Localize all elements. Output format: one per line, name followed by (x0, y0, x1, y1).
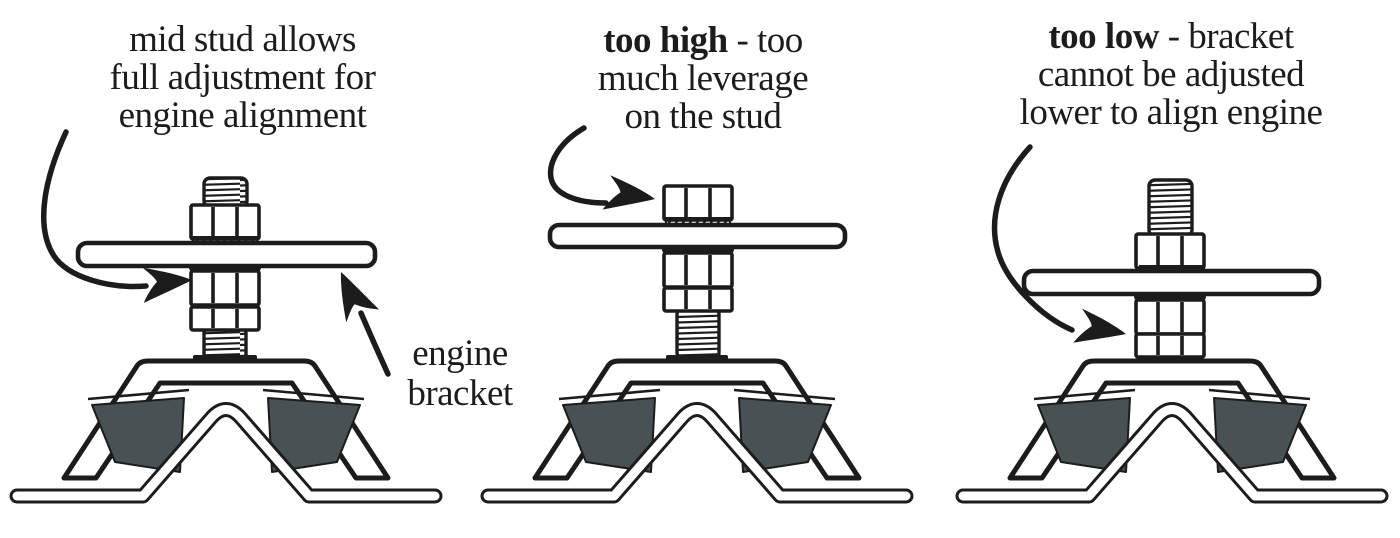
stud-upper-threads (1147, 178, 1194, 238)
caption-text: mid stud allows (129, 19, 356, 60)
caption-text: - too (727, 20, 803, 61)
caption-text: much leverage (597, 58, 809, 99)
caption-mid-stud: mid stud allows full adjustment for engi… (50, 21, 435, 135)
caption-bold-text: too low (1048, 16, 1159, 57)
caption-text: full adjustment for (109, 57, 376, 98)
engine-bracket-plate (1021, 268, 1322, 297)
leader-arrow-mid-stud (41, 129, 195, 303)
top-nut (189, 203, 261, 241)
stud-lower-threads (675, 308, 721, 359)
mount-pad (193, 355, 257, 363)
adjust-nut-upper (189, 269, 261, 307)
leader-arrow-too-low (991, 144, 1129, 350)
label-engine-bracket: engine bracket (407, 333, 513, 414)
top-nut (662, 184, 734, 222)
panel-too-low (963, 144, 1381, 496)
stud-upper-threads (202, 176, 249, 209)
caption-bold-text: too high (603, 20, 728, 61)
mount-pad (666, 355, 728, 363)
panel-mid-stud (17, 129, 435, 496)
stud-lower-threads (202, 327, 248, 361)
caption-text: lower to align engine (1019, 92, 1323, 133)
top-nut (1134, 232, 1206, 270)
adjust-nut-lower (662, 286, 734, 313)
leader-arrow-too-high (547, 125, 657, 215)
arrowhead-icon (324, 264, 380, 326)
adjust-nut-upper (1134, 298, 1206, 336)
adjust-nut-upper (662, 251, 734, 289)
caption-text: on the stud (624, 96, 782, 137)
arrowhead-icon (602, 174, 657, 215)
caption-text: cannot be adjusted (1037, 54, 1305, 95)
engine-mount (488, 361, 906, 496)
engine-bracket-plate (547, 222, 848, 250)
caption-text: engine alignment (118, 95, 367, 136)
engine-mount (17, 361, 435, 496)
arrowhead-icon (1073, 308, 1129, 350)
caption-too-high: too high - too much leverage on the stud (513, 22, 893, 136)
adjust-nut-lower (1134, 332, 1206, 359)
panel-too-high (488, 125, 906, 496)
adjust-nut-lower (189, 305, 261, 332)
caption-too-low: too low - bracket cannot be adjusted low… (975, 18, 1367, 132)
engine-bracket-plate (75, 240, 378, 269)
caption-text: - bracket (1158, 16, 1294, 57)
engine-mount (963, 361, 1381, 496)
leader-arrow-engine-bracket (324, 264, 391, 377)
